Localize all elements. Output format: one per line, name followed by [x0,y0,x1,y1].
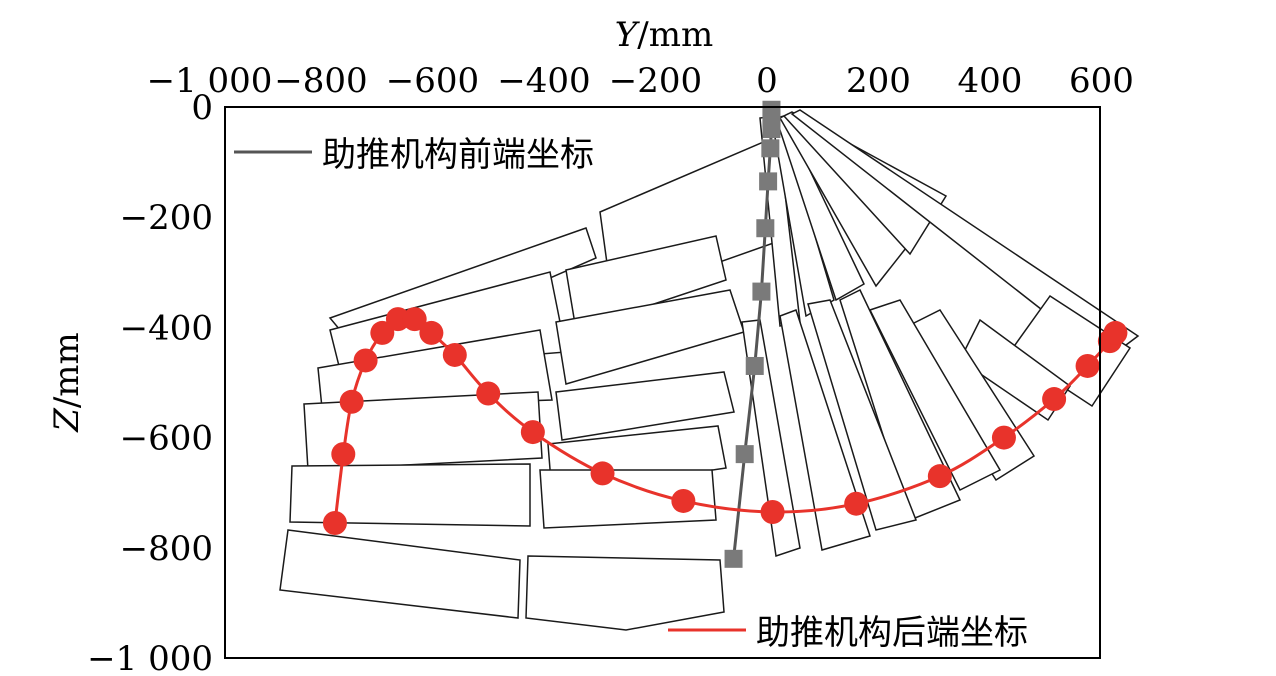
front-point-marker [745,356,764,375]
series-layer [322,100,1128,568]
rear-point-marker [927,464,952,489]
mechanism-plate [279,529,521,619]
front-point-marker [752,282,771,301]
x-tick-label: 200 [846,61,911,101]
x-axis-title: Y/mm [615,15,713,55]
mechanism-plate [807,299,918,531]
rear-point-marker [322,511,347,536]
mechanism-plate [525,555,725,631]
legend-rear-label: 助推机构后端坐标 [756,613,1028,653]
x-axis-title-var: Y [615,15,641,55]
rear-point-marker [331,442,356,467]
y-axis-ticks: 0 −200 −400 −600 −800 −1 000 [87,88,213,676]
front-point-marker [756,219,775,238]
mechanism-plate [539,469,717,529]
rear-point-marker [402,307,427,332]
y-tick-label: −800 [120,529,213,569]
rear-point-marker [991,425,1016,450]
mechanism-plate [959,318,1072,422]
rear-point-marker [760,499,785,524]
mechanism-plate [555,371,735,441]
rear-point-marker [339,389,364,414]
plot-frame [224,106,1101,659]
y-axis-title-unit: /mm [47,332,87,408]
front-point-marker [762,120,781,139]
y-tick-label: −600 [120,419,213,459]
x-tick-label: −1 000 [147,61,273,101]
rear-point-marker [353,348,378,373]
front-point-marker [724,549,743,568]
series-line-1 [333,315,1117,524]
rear-point-marker [844,491,869,516]
x-axis-title-unit: /mm [637,15,713,55]
rear-point-marker [671,488,696,513]
front-point-marker [761,139,780,158]
y-tick-label: −400 [120,308,213,348]
rear-point-marker [590,461,615,486]
mechanism-plate [303,391,543,471]
rear-point-marker [370,320,395,345]
x-tick-label: 600 [1069,61,1134,101]
x-tick-label: −200 [609,61,702,101]
rear-point-marker [385,307,410,332]
rear-point-marker [476,381,501,406]
rear-point-marker [520,420,545,445]
legend-rear: 助推机构后端坐标 [668,613,1028,653]
y-tick-label: 0 [191,88,213,128]
mechanism-plate [779,309,871,551]
rear-point-marker [1103,320,1128,345]
mechanism-plate [565,235,727,331]
y-axis-title-var: Z [47,407,87,433]
legend-front: 助推机构前端坐标 [234,135,594,175]
y-tick-label: −200 [120,198,213,238]
mechanism-plate [289,463,531,527]
rear-point-marker [1075,353,1100,378]
mechanism-plate [868,299,1002,492]
y-tick-label: −1 000 [87,639,213,676]
rear-point-marker [419,320,444,345]
x-tick-label: 0 [756,61,778,101]
legend-front-label: 助推机构前端坐标 [322,135,594,175]
x-tick-label: −400 [497,61,590,101]
x-tick-label: 400 [958,61,1023,101]
x-tick-label: −600 [386,61,479,101]
mechanism-plate [741,319,801,557]
x-axis-ticks: −1 000−800 −600 −400 −200 0 200 400 600 [147,61,1134,101]
mechanism-plate [782,111,948,256]
y-axis-title: Z/mm [47,332,87,433]
rear-point-marker [442,342,467,367]
x-tick-label: −800 [274,61,367,101]
front-point-marker [735,445,754,464]
mechanism-illustration [279,109,1140,631]
front-point-marker [759,172,778,191]
rear-point-marker [1042,387,1067,412]
